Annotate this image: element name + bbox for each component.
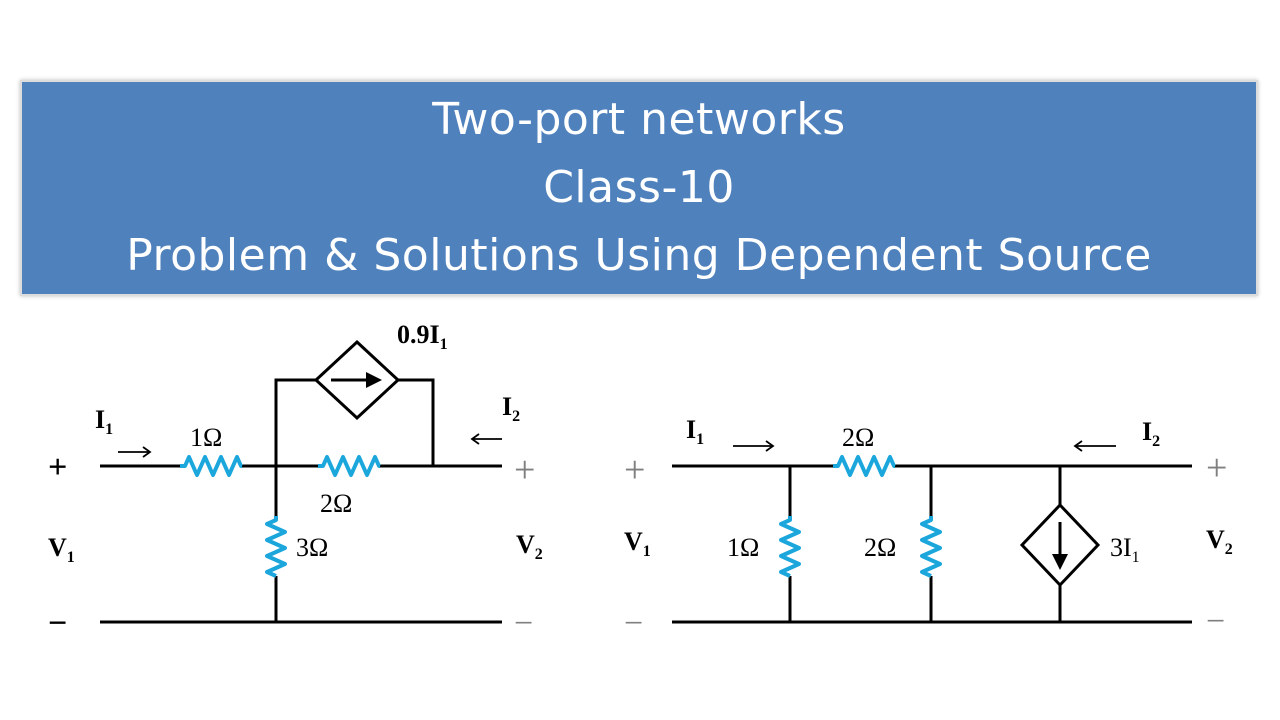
c1-port1-plus: + — [48, 449, 67, 486]
c2-r2-label: 2Ω — [864, 533, 896, 562]
c2-i2-arrow-icon — [1073, 440, 1116, 452]
title-line-3: Problem & Solutions Using Dependent Sour… — [126, 230, 1152, 281]
c1-port2-plus: + — [514, 449, 535, 491]
c2-resistor-1ohm — [779, 516, 801, 578]
c1-wire-bypass-left — [274, 378, 316, 466]
c1-port2-minus: − — [514, 605, 533, 642]
c1-resistor-2ohm — [318, 455, 381, 477]
circuit-1: 0.9I1 I1 I2 V1 V2 1Ω 2Ω 3Ω + − + − — [48, 320, 543, 642]
c1-dependent-source — [313, 339, 401, 421]
c2-port2-plus: + — [1206, 447, 1227, 489]
c2-port1-plus: + — [624, 449, 645, 491]
c1-resistor-3ohm — [265, 516, 287, 578]
c2-i1-arrow-icon — [733, 440, 775, 452]
c2-i2-label: I2 — [1142, 417, 1160, 450]
c2-r-series-label: 2Ω — [842, 423, 874, 452]
c2-port1-minus: − — [624, 605, 643, 642]
title-line-1: Two-port networks — [432, 94, 846, 145]
circuit-2: I1 I2 V1 V2 1Ω 2Ω 2Ω 3I1 + − + − — [624, 415, 1233, 642]
c2-source-arrow-icon — [1052, 554, 1068, 570]
c1-i1-label: I1 — [95, 405, 113, 438]
c2-r1-label: 1Ω — [727, 533, 759, 562]
c1-i2-label: I2 — [502, 392, 520, 425]
c2-current-arrows — [733, 440, 1116, 452]
c1-i1-arrow-icon — [118, 446, 152, 458]
c1-i2-arrow-icon — [470, 433, 502, 445]
c2-port2-minus: − — [1206, 603, 1225, 640]
c2-v2-label: V2 — [1206, 525, 1233, 558]
c1-source-arrow-icon — [366, 372, 382, 388]
c1-wire-bypass-right — [398, 378, 435, 466]
c1-port1-minus: − — [48, 605, 67, 642]
c2-resistor-2ohm-shunt — [920, 516, 942, 578]
c2-i1-label: I1 — [686, 415, 704, 448]
c1-v2-label: V2 — [516, 530, 543, 563]
c1-v1-label: V1 — [48, 533, 75, 566]
title-banner: Two-port networks Class-10 Problem & Sol… — [20, 80, 1258, 296]
c1-r3-label: 3Ω — [296, 533, 328, 562]
c2-source-label: 3I1 — [1110, 533, 1140, 566]
c1-current-arrows — [118, 433, 502, 458]
title-line-2: Class-10 — [543, 162, 735, 213]
c2-dependent-source — [1019, 502, 1101, 588]
c2-resistor-2ohm-series — [833, 455, 896, 477]
c1-source-label: 0.9I1 — [397, 320, 448, 353]
c1-r2-label: 2Ω — [320, 489, 352, 518]
c1-r1-label: 1Ω — [190, 423, 222, 452]
c2-v1-label: V1 — [624, 527, 651, 560]
c1-resistor-1ohm — [180, 455, 243, 477]
